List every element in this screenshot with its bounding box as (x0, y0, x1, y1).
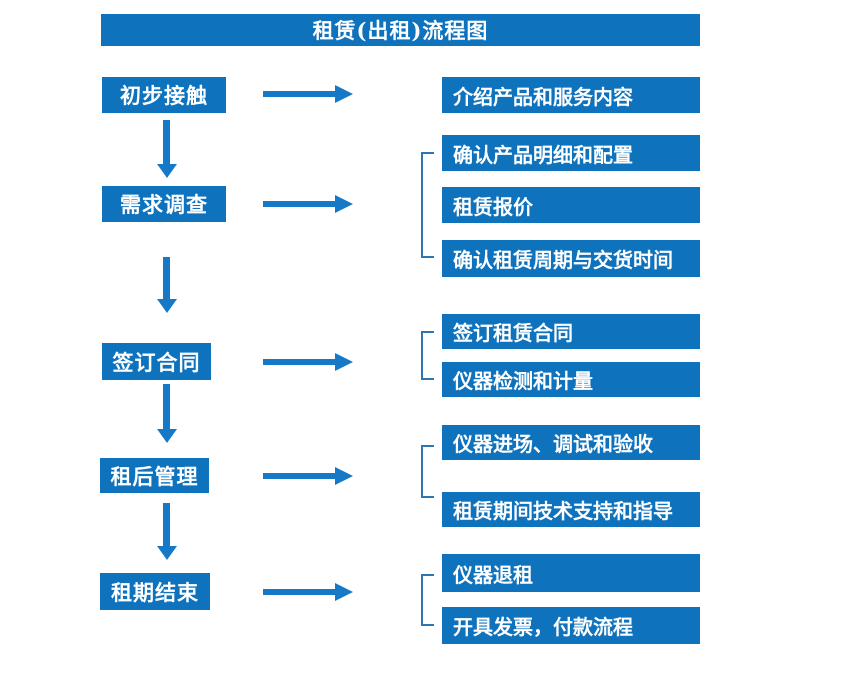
arrow-head (335, 195, 353, 213)
step-box-initial-contact: 初步接触 (102, 77, 226, 113)
arrow-shaft (163, 257, 170, 300)
flowchart-title: 租赁(出租)流程图 (101, 14, 700, 46)
bracket-connector (421, 574, 434, 626)
arrow-head (335, 467, 353, 485)
down-arrow-icon (157, 384, 177, 443)
arrow-head (157, 546, 177, 560)
right-arrow-icon (263, 467, 353, 485)
detail-box-confirm-period-delivery: 确认租赁周期与交货时间 (442, 240, 700, 277)
arrow-head (157, 299, 177, 313)
detail-box-instrument-testing: 仪器检测和计量 (442, 362, 700, 397)
arrow-shaft (263, 359, 335, 365)
detail-box-sign-rental-contract: 签订租赁合同 (442, 314, 700, 349)
arrow-shaft (263, 201, 335, 207)
step-box-demand-survey: 需求调查 (102, 186, 226, 222)
arrow-head (157, 429, 177, 443)
arrow-shaft (263, 473, 335, 479)
arrow-shaft (163, 384, 170, 430)
bracket-connector (421, 445, 434, 498)
detail-box-instrument-setup-acceptance: 仪器进场、调试和验收 (442, 425, 700, 460)
arrow-shaft (163, 120, 170, 165)
down-arrow-icon (157, 120, 177, 178)
detail-box-confirm-product-config: 确认产品明细和配置 (442, 135, 700, 171)
step-box-post-rental-management: 租后管理 (100, 458, 209, 493)
right-arrow-icon (263, 583, 353, 601)
arrow-head (335, 85, 353, 103)
step-box-rental-end: 租期结束 (100, 573, 210, 610)
step-box-sign-contract: 签订合同 (102, 343, 211, 380)
detail-box-invoice-payment: 开具发票，付款流程 (442, 607, 700, 644)
detail-box-introduce-products: 介绍产品和服务内容 (442, 77, 700, 113)
right-arrow-icon (263, 353, 353, 371)
detail-box-rental-quotation: 租赁报价 (442, 187, 700, 223)
detail-box-tech-support: 租赁期间技术支持和指导 (442, 492, 700, 527)
arrow-shaft (263, 91, 335, 97)
down-arrow-icon (157, 257, 177, 313)
bracket-connector (421, 331, 434, 380)
arrow-head (157, 164, 177, 178)
down-arrow-icon (157, 503, 177, 560)
right-arrow-icon (263, 85, 353, 103)
arrow-head (335, 353, 353, 371)
arrow-shaft (163, 503, 170, 547)
arrow-head (335, 583, 353, 601)
arrow-shaft (263, 589, 335, 595)
detail-box-instrument-return: 仪器退租 (442, 554, 700, 592)
right-arrow-icon (263, 195, 353, 213)
bracket-connector (421, 152, 434, 258)
